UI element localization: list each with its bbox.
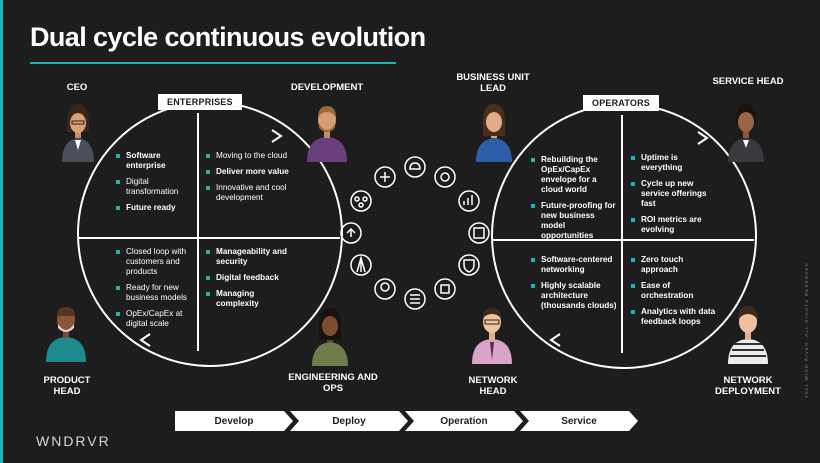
product-head-avatar <box>46 307 86 362</box>
list-item: Managing complexity <box>206 289 290 309</box>
operator-cycle-divider-horizontal <box>492 239 754 241</box>
ceo-avatar <box>62 104 94 162</box>
lightbulb-icon <box>374 278 396 300</box>
enterprise-cycle-divider-vertical <box>197 113 199 351</box>
flow-step-deploy: Deploy <box>290 411 408 431</box>
list-item: Analytics with data feedback loops <box>631 307 721 327</box>
list-item: Innovative and cool development <box>206 183 296 203</box>
list-item: Future ready <box>116 203 188 213</box>
service-head-avatar <box>728 104 764 162</box>
list-item: ROI metrics are evolving <box>631 215 715 235</box>
gear-icon <box>434 166 456 188</box>
cloud-upload-icon <box>340 222 362 244</box>
page-title: Dual cycle continuous evolution <box>30 22 426 52</box>
list-item: Software enterprise <box>116 151 188 171</box>
list-item: Future-proofing for new business model o… <box>531 201 619 241</box>
development-avatar <box>307 106 347 162</box>
flow-step-service: Service <box>520 411 638 431</box>
network-head-avatar <box>472 308 512 364</box>
title-underline <box>30 62 396 64</box>
list-item: Closed loop with customers and products <box>116 247 192 277</box>
list-item: Cycle up new service offerings fast <box>631 179 715 209</box>
cloud-network-icon <box>404 156 426 178</box>
copyright-notice: 2021 WIND RIVER. ALL RIGHTS RESERVED <box>804 262 809 398</box>
enterprise-cycle-divider-horizontal <box>78 237 340 239</box>
list-item: Digital transformation <box>116 177 188 197</box>
enterprise-quadrant-top-right: Moving to the cloud Deliver more value I… <box>206 151 296 209</box>
operators-tag: OPERATORS <box>583 95 659 111</box>
list-item: Manageability and security <box>206 247 290 267</box>
list-item: Highly scalable architecture (thousands … <box>531 281 617 311</box>
technology-icon-ring <box>340 156 490 310</box>
role-engineering-ops: ENGINEERING AND OPS <box>288 372 378 394</box>
flow-step-develop: Develop <box>175 411 293 431</box>
list-item: Software-centered networking <box>531 255 617 275</box>
ci-cd-icon <box>374 166 396 188</box>
list-item: Rebuilding the OpEx/CapEx envelope for a… <box>531 155 619 195</box>
analytics-icon <box>458 190 480 212</box>
role-development: DEVELOPMENT <box>290 82 364 93</box>
list-item: Ease of orchestration <box>631 281 721 301</box>
tower-icon <box>350 254 372 276</box>
accent-edge-bar <box>0 0 3 463</box>
list-item: Zero touch approach <box>631 255 721 275</box>
enterprises-tag: ENTERPRISES <box>158 94 242 110</box>
role-product-head: PRODUCT HEAD <box>43 375 91 397</box>
wind-river-logo: WNDRVR <box>36 433 111 449</box>
list-item: OpEx/CapEx at digital scale <box>116 309 192 329</box>
enterprise-quadrant-bottom-right: Manageability and security Digital feedb… <box>206 247 290 315</box>
operator-quadrant-bottom-left: Software-centered networking Highly scal… <box>531 255 617 317</box>
operator-quadrant-top-left: Rebuilding the OpEx/CapEx envelope for a… <box>531 155 619 247</box>
enterprise-quadrant-bottom-left: Closed loop with customers and products … <box>116 247 192 335</box>
role-service-head: SERVICE HEAD <box>712 76 784 87</box>
operator-quadrant-bottom-right: Zero touch approach Ease of orchestratio… <box>631 255 721 333</box>
cube-icon <box>468 222 490 244</box>
network-nodes-icon <box>350 190 372 212</box>
role-network-head: NETWORK HEAD <box>468 375 518 397</box>
list-item: Moving to the cloud <box>206 151 296 161</box>
list-item: Deliver more value <box>206 167 296 177</box>
network-deployment-avatar <box>728 306 768 364</box>
chip-icon <box>434 278 456 300</box>
role-network-deployment: NETWORK DEPLOYMENT <box>715 375 781 397</box>
role-business-unit-lead: BUSINESS UNIT LEAD <box>456 72 530 94</box>
shield-icon <box>458 254 480 276</box>
server-icon <box>404 288 426 310</box>
business-unit-lead-avatar <box>476 104 512 162</box>
engineering-ops-avatar <box>312 308 348 366</box>
list-item: Digital feedback <box>206 273 290 283</box>
role-ceo: CEO <box>66 82 88 93</box>
list-item: Ready for new business models <box>116 283 192 303</box>
operator-quadrant-top-right: Uptime is everything Cycle up new servic… <box>631 153 715 241</box>
operator-cycle-divider-vertical <box>621 115 623 353</box>
list-item: Uptime is everything <box>631 153 715 173</box>
flow-step-operation: Operation <box>405 411 523 431</box>
enterprise-quadrant-top-left: Software enterprise Digital transformati… <box>116 151 188 219</box>
